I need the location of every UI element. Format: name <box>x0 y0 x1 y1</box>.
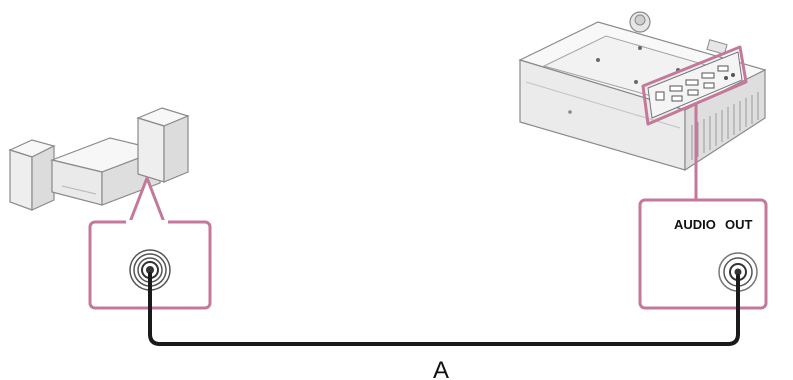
audio-out-jack <box>718 252 758 292</box>
audio-label: AUDIO <box>674 217 716 232</box>
right-speaker <box>136 107 190 183</box>
audio-system-illustration <box>8 107 190 211</box>
left-speaker <box>8 139 56 211</box>
connector-panel-highlight <box>641 45 748 126</box>
audio-out-callout: AUDIO OUT <box>638 198 768 310</box>
projector-vents <box>691 92 759 160</box>
callout-pointer <box>128 176 166 223</box>
audio-cable <box>148 272 740 346</box>
out-label: OUT <box>725 217 753 232</box>
cable-label: A <box>433 357 449 380</box>
projector-connector-panel <box>647 51 743 119</box>
projector-illustration <box>518 11 767 172</box>
